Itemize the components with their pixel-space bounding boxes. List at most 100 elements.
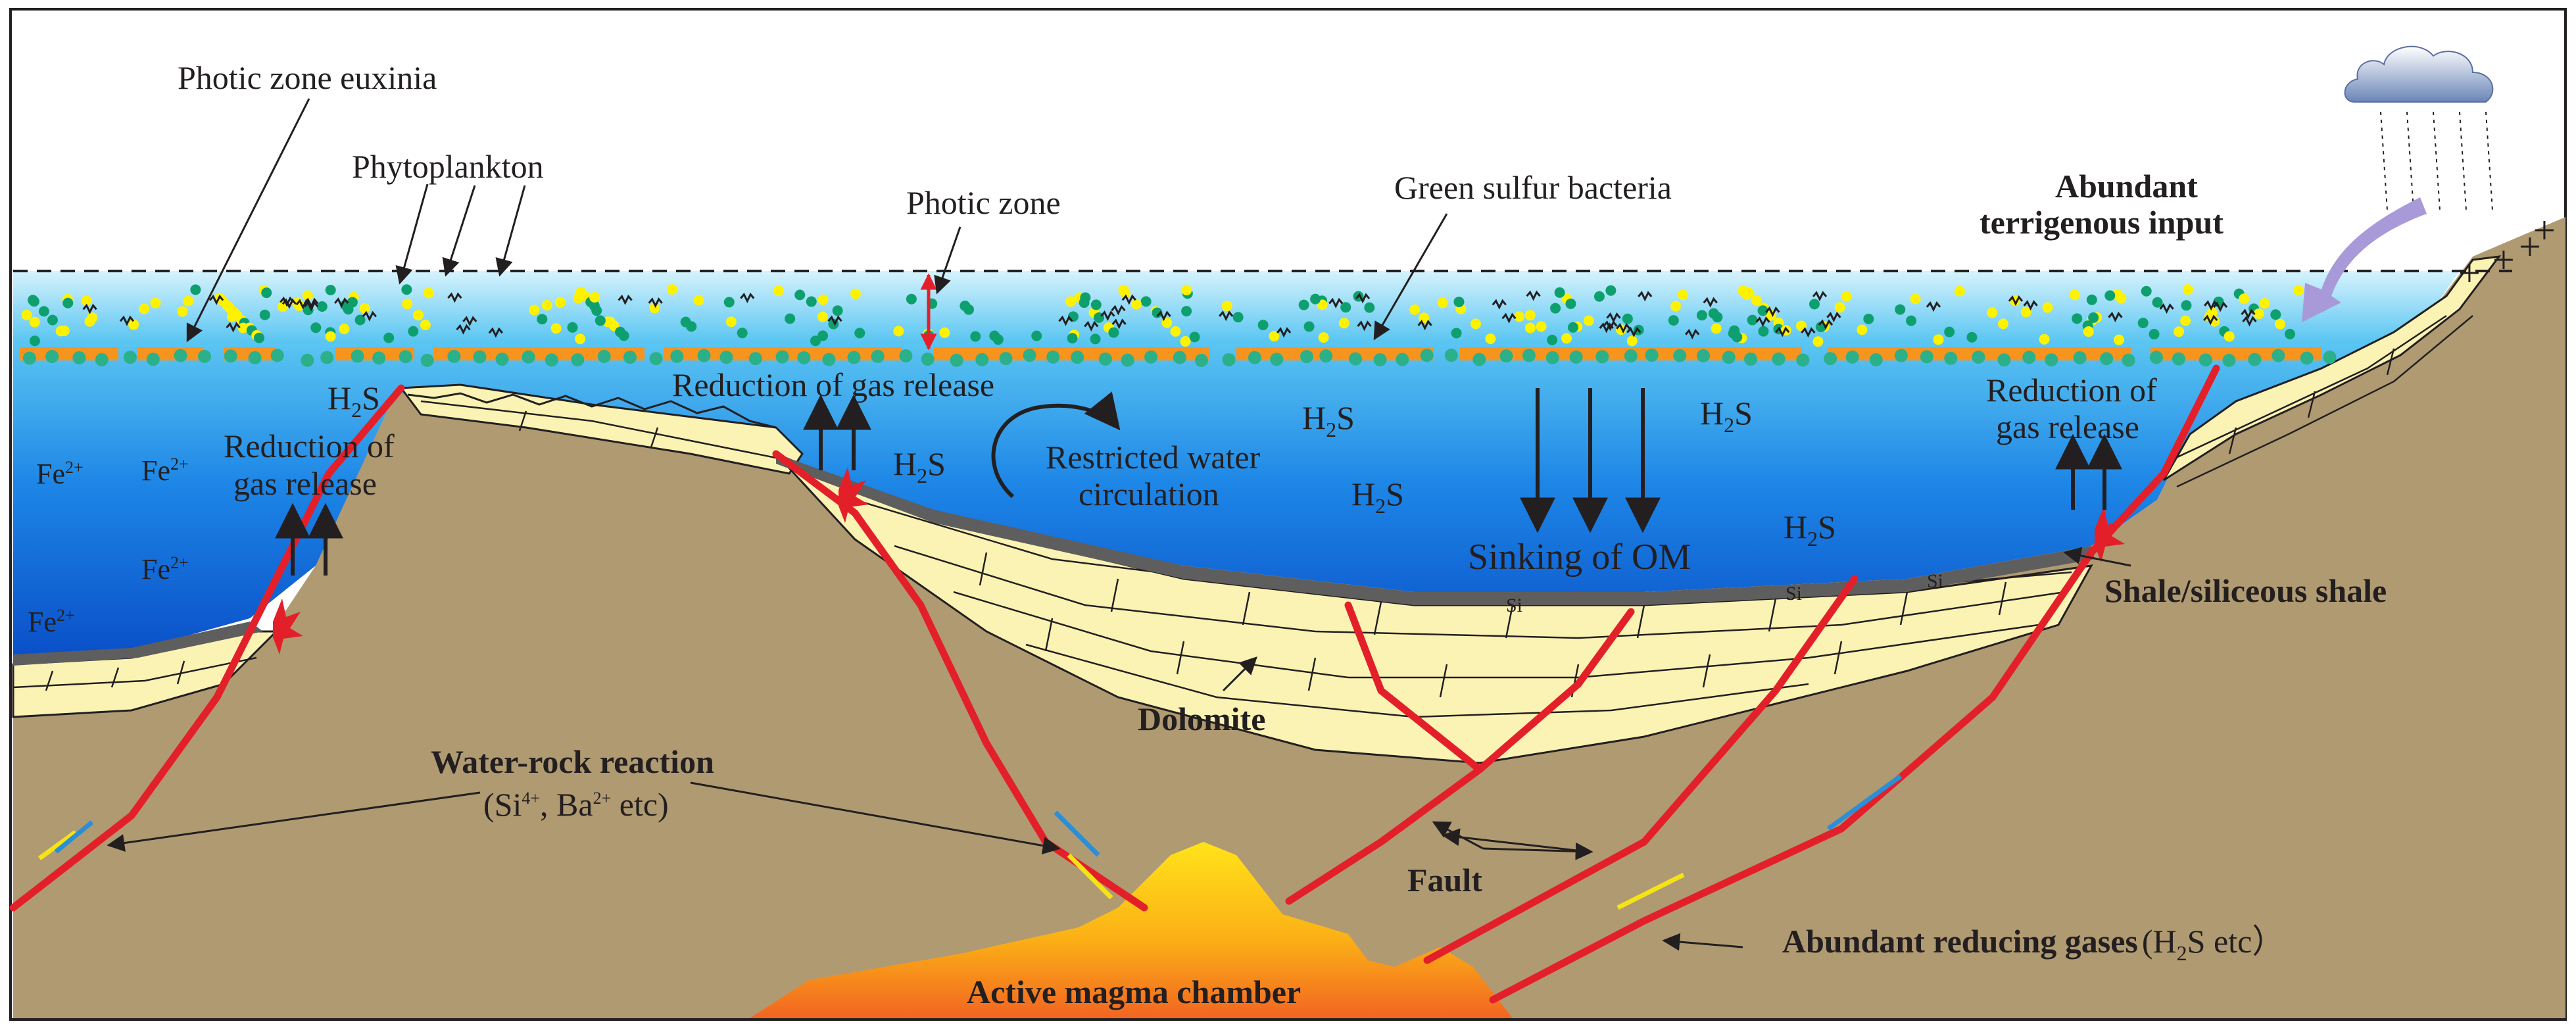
- squiggle-mark: [208, 294, 224, 305]
- squiggle-mark: [1685, 328, 1700, 339]
- squiggle-mark: [2159, 303, 2174, 314]
- phytoplankton-dot: [1678, 289, 1689, 301]
- squiggle-mark: [1355, 293, 1371, 304]
- bacteria-dot: [1173, 351, 1186, 364]
- label-fault: Fault: [1407, 862, 1482, 898]
- squiggle-mark: [119, 315, 135, 326]
- squiggle-mark: [2242, 316, 2257, 327]
- phytoplankton-dot: [423, 287, 434, 299]
- phytoplankton-dot: [1298, 299, 1309, 310]
- phytoplankton-dot: [1547, 334, 1558, 345]
- squiggle-mark: [334, 297, 349, 308]
- phytoplankton-dot: [649, 303, 660, 314]
- phytoplankton-dot: [1232, 312, 1244, 323]
- bacteria-dot: [797, 351, 811, 364]
- phytoplankton-dot: [62, 297, 74, 308]
- phytoplankton-dot: [992, 334, 1004, 345]
- phytoplankton-dot: [2114, 334, 2125, 345]
- svg-text:+: +: [2519, 225, 2541, 268]
- squiggle-mark: [82, 303, 97, 314]
- phytoplankton-dot: [1303, 321, 1315, 332]
- bacteria-dot: [1673, 349, 1687, 362]
- bacteria-dot: [871, 349, 885, 363]
- phytoplankton-dot: [1310, 293, 1321, 305]
- phytoplankton-dot: [2239, 293, 2250, 305]
- h2s-label: H2S: [1351, 476, 1404, 518]
- phytoplankton-dot: [2174, 326, 2185, 337]
- squiggle-mark: [1826, 312, 1841, 323]
- bacteria-dot: [2122, 353, 2135, 367]
- bacteria-dot: [351, 349, 364, 363]
- phytoplankton-dot: [302, 290, 313, 301]
- bacteria-dot: [999, 352, 1013, 366]
- phytoplankton-dot: [1514, 311, 1525, 322]
- phytoplankton-dot: [906, 293, 917, 305]
- bacteria-dot: [571, 353, 585, 367]
- phytoplankton-dot: [1593, 291, 1605, 302]
- phytoplankton-dot: [1269, 331, 1280, 342]
- bacteria-dot: [748, 352, 762, 366]
- faults: [9, 364, 2220, 1004]
- fe2-label: Fe2+: [141, 553, 189, 585]
- label-reduction-mid: Reduction of gas release: [672, 366, 994, 403]
- circulation-arrow: [991, 391, 1121, 499]
- phytoplankton-dot: [261, 287, 272, 299]
- leader-lines: [186, 98, 2131, 951]
- bacteria-dot: [224, 349, 237, 363]
- bacteria-dot: [1944, 351, 1958, 365]
- phytoplankton-dot: [854, 328, 865, 339]
- bacteria-dot: [1569, 350, 1583, 364]
- phytoplankton-dot: [2224, 331, 2235, 342]
- phytoplankton-dot: [737, 328, 748, 339]
- phytoplankton-dot: [1711, 323, 1722, 334]
- bacteria-dot: [1722, 351, 1736, 364]
- bacteria-dot: [1270, 353, 1284, 366]
- bacteria-dot: [597, 349, 611, 363]
- phytoplankton-dot: [541, 300, 552, 311]
- squiggle-mark: [2241, 308, 2256, 320]
- svg-text:+: +: [2458, 251, 2481, 295]
- squiggle-mark: [226, 322, 241, 333]
- phytoplankton-dot: [589, 300, 600, 311]
- bacteria-dot: [174, 349, 187, 362]
- phytoplankton-dot: [2293, 285, 2304, 296]
- phytoplankton-dot: [810, 335, 821, 347]
- phytoplankton-dot: [2181, 300, 2192, 311]
- label-shale: Shale/siliceous shale: [2104, 572, 2387, 609]
- phytoplankton-dot: [939, 327, 950, 338]
- label-sinking-om: Sinking of OM: [1468, 537, 1691, 577]
- squiggle-mark: [1328, 297, 1344, 308]
- bacteria-dot: [301, 353, 314, 367]
- squiggle-mark: [827, 315, 842, 326]
- squiggle-mark: [1801, 327, 1816, 338]
- label-abundant-input-1: Abundant: [2055, 168, 2198, 205]
- squiggle-mark: [1100, 310, 1115, 322]
- phytoplankton-dot: [1340, 302, 1351, 313]
- plus-marks: ++++: [2458, 209, 2556, 295]
- squiggle-mark: [1812, 291, 1828, 302]
- bacteria-dot: [270, 349, 284, 362]
- phytoplankton-dot: [785, 313, 796, 324]
- phytoplankton-dot: [1181, 306, 1192, 317]
- phytoplankton-dot: [1626, 335, 1638, 347]
- bacteria-dot: [2248, 353, 2262, 366]
- phytoplankton-dot: [2039, 333, 2050, 345]
- phytoplankton-dot: [1583, 315, 1594, 326]
- bedding-ticks: [45, 348, 2395, 698]
- bacteria-dot: [1744, 353, 1758, 366]
- phytoplankton-dot: [1318, 332, 1329, 343]
- bacteria-dot: [1522, 349, 1536, 362]
- squiggle-mark: [740, 292, 755, 303]
- bacteria-dot: [649, 352, 663, 366]
- phytoplankton-dot: [1152, 307, 1163, 318]
- squiggle-mark: [2204, 300, 2219, 311]
- squiggle-mark: [462, 316, 477, 327]
- phytoplankton-dot: [2137, 317, 2149, 328]
- bacteria-dot: [123, 351, 137, 364]
- phytoplankton-dot: [1364, 302, 1375, 313]
- phytoplankton-dot: [963, 304, 975, 315]
- label-reduction-left-1: Reduction of: [224, 428, 395, 464]
- phytoplankton-dot: [970, 331, 981, 342]
- phytoplankton-dot: [310, 322, 322, 333]
